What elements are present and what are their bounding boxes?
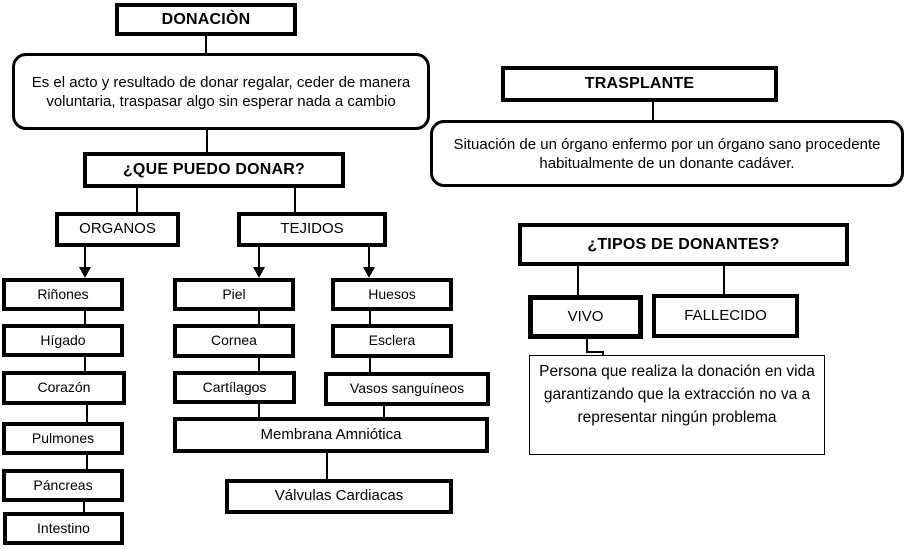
- node-rinones: Riñones: [2, 278, 124, 311]
- node-membrana-amniotica: Membrana Amniótica: [173, 417, 489, 453]
- node-vasos-sanguineos: Vasos sanguíneos: [324, 372, 490, 406]
- node-vivo: VIVO: [528, 295, 643, 339]
- node-corazon: Corazón: [2, 371, 126, 405]
- node-pulmones: Pulmones: [2, 422, 124, 455]
- node-huesos: Huesos: [331, 278, 453, 311]
- node-organos: ORGANOS: [55, 212, 180, 247]
- node-esclera: Esclera: [331, 324, 453, 358]
- node-higado: Hígado: [2, 324, 124, 357]
- node-vivo-description: Persona que realiza la donación en vida …: [529, 355, 825, 455]
- arrowhead-rinones: [79, 267, 91, 278]
- node-trasplante-description: Situación de un órgano enfermo por un ór…: [430, 120, 904, 187]
- node-donacion: DONACIÒN: [115, 3, 297, 36]
- node-piel: Piel: [173, 278, 295, 311]
- node-cornea: Cornea: [173, 324, 295, 358]
- node-tejidos: TEJIDOS: [237, 212, 387, 247]
- node-cartilagos: Cartílagos: [173, 371, 296, 404]
- node-tipos-de-donantes: ¿TIPOS DE DONANTES?: [518, 223, 849, 266]
- node-pancreas: Páncreas: [2, 469, 124, 502]
- node-valvulas-cardiacas: Válvulas Cardiacas: [225, 479, 453, 514]
- arrowhead-piel: [253, 267, 265, 278]
- arrowhead-huesos: [363, 267, 375, 278]
- node-fallecido: FALLECIDO: [652, 294, 799, 338]
- node-que-puedo-donar: ¿QUE PUEDO DONAR?: [83, 152, 345, 188]
- node-intestino: Intestino: [3, 512, 124, 545]
- node-trasplante: TRASPLANTE: [501, 66, 778, 102]
- node-donacion-description: Es el acto y resultado de donar regalar,…: [12, 53, 430, 130]
